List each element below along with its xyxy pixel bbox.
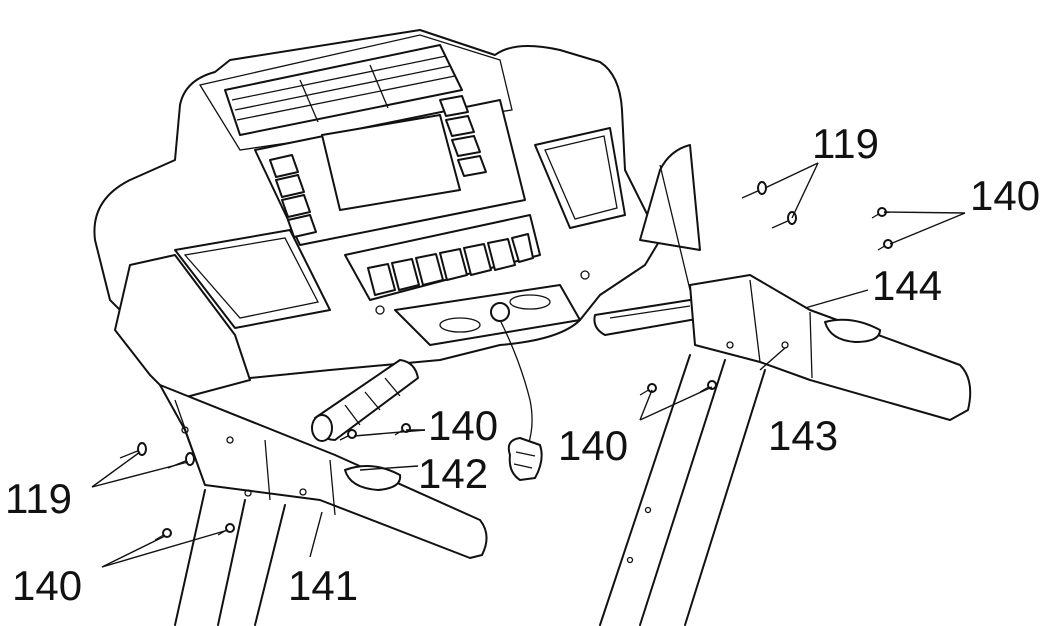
screw-140-top-b (877, 239, 893, 251)
callout-140-top-right: 140 (970, 172, 1040, 219)
screw-140-mid-b (699, 380, 717, 393)
safety-key-socket (490, 302, 510, 322)
callout-140-center: 140 (428, 402, 498, 449)
lcd-screen (321, 114, 461, 211)
callout-142: 142 (418, 450, 488, 497)
left-handrail (114, 254, 488, 559)
keypad-row (367, 233, 534, 296)
screw-119-top-a (741, 181, 767, 199)
callout-119-left: 119 (5, 475, 72, 522)
left-key-column (269, 154, 317, 238)
left-upright-post (174, 489, 286, 626)
right-handrail (639, 144, 972, 421)
screw-119-top-b (771, 211, 797, 229)
left-pulse-grip (311, 359, 419, 442)
left-rail-button (344, 465, 402, 491)
callout-labels: 119 140 144 143 140 140 142 119 140 141 (5, 120, 1040, 609)
screw-140-top-a (871, 207, 887, 219)
console-housing (93, 29, 661, 379)
right-upright-post (599, 354, 766, 626)
screw-119-left-a (119, 442, 147, 459)
leader-lines (91, 162, 966, 568)
callout-143: 143 (768, 412, 838, 459)
right-key-column (439, 95, 487, 177)
screw-140-mid-a (639, 383, 657, 396)
right-pulse-grip (593, 299, 704, 336)
callout-140-mid-right: 140 (558, 422, 628, 469)
screw-140-bottom-b (217, 523, 235, 536)
screw-140-bottom-a (154, 528, 172, 541)
callout-140-bottom-left: 140 (12, 562, 82, 609)
safety-key-clip (499, 319, 543, 481)
callout-144: 144 (872, 262, 942, 309)
right-rail-button (824, 318, 881, 343)
callout-119-top: 119 (812, 120, 879, 167)
callout-141: 141 (288, 562, 358, 609)
